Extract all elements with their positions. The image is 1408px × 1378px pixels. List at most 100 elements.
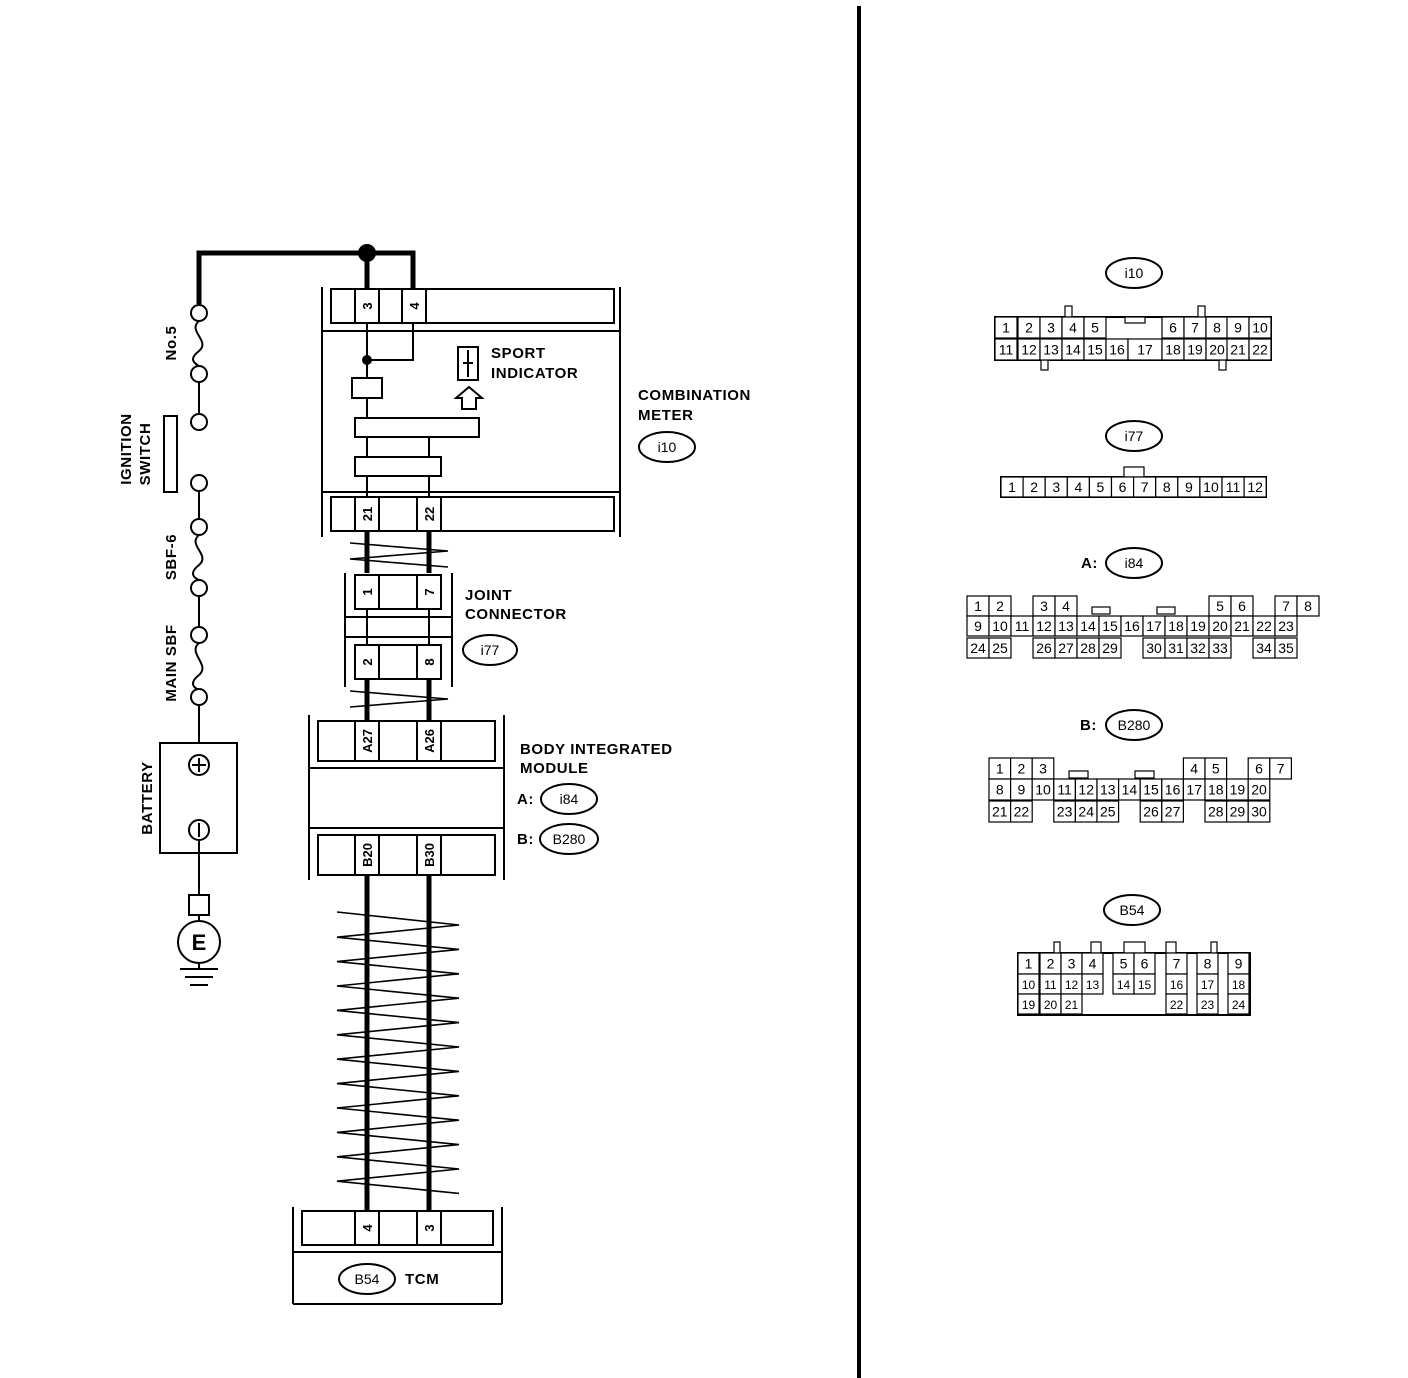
pin-number: 4 — [1190, 761, 1198, 777]
pin-number: 6 — [1238, 598, 1246, 614]
pin-number: 14 — [1080, 618, 1096, 634]
connector-id-text: i10 — [658, 439, 677, 455]
pin-number: 2 — [1047, 956, 1055, 972]
bim-pin-b20: B20 — [360, 843, 375, 867]
power-feed-wire — [196, 244, 416, 304]
pin-number: 4 — [1062, 598, 1070, 614]
pin-number: 6 — [1141, 956, 1149, 972]
tcm-pin-4: 4 — [360, 1224, 375, 1232]
pin-number: 13 — [1058, 618, 1074, 634]
joint-pin-7: 7 — [422, 588, 437, 595]
pin-number: 19 — [1022, 998, 1036, 1012]
pin-number: 16 — [1170, 978, 1184, 992]
pin-number: 16 — [1109, 342, 1125, 358]
fuse-no5-label: No.5 — [163, 326, 180, 361]
tcm-block: 4 3 B54 TCM — [292, 1207, 503, 1305]
ignition-switch-symbol — [163, 413, 208, 493]
pin-cell — [988, 637, 1012, 659]
pin-number: 32 — [1190, 640, 1206, 656]
pin-cell — [1248, 316, 1272, 339]
pin-number: 12 — [1036, 618, 1052, 634]
pin-number: 15 — [1143, 782, 1159, 798]
indicator-arrow-icon — [453, 385, 485, 410]
pin-number: 2 — [996, 598, 1004, 614]
ignition-switch-label-line1: IGNITION — [118, 413, 135, 484]
pin-number: 15 — [1102, 618, 1118, 634]
pin-number: 9 — [1235, 956, 1243, 972]
meter-pin-21: 21 — [360, 507, 375, 521]
tcm-pin-3: 3 — [422, 1224, 437, 1231]
pin-number: 31 — [1168, 640, 1184, 656]
bim-prefix-b: B: — [517, 831, 534, 848]
sbf6-label: SBF-6 — [163, 534, 180, 580]
battery-label: BATTERY — [139, 761, 156, 834]
connector-b280-label: B280 — [1118, 717, 1151, 733]
pin-number: 18 — [1165, 342, 1181, 358]
pin-number: 35 — [1278, 640, 1294, 656]
pin-number: 10 — [1203, 479, 1219, 495]
pin-cell — [1296, 595, 1320, 617]
pin-number: 25 — [1100, 804, 1116, 820]
connector-id-text: i77 — [481, 642, 500, 658]
pin-number: 23 — [1201, 998, 1215, 1012]
pin-number: 8 — [996, 782, 1004, 798]
connector-i84-label: i84 — [1125, 555, 1144, 571]
splice-point — [358, 244, 376, 262]
pin-cell — [1248, 338, 1272, 361]
pin-cell — [1083, 316, 1107, 339]
pin-number: 11 — [1226, 479, 1241, 495]
joint-pin-2: 2 — [360, 658, 375, 665]
pin-number: 29 — [1230, 804, 1246, 820]
pin-number: 2 — [1025, 320, 1033, 336]
sport-indicator-lamp-icon — [457, 346, 479, 381]
meter-pin-4: 4 — [407, 302, 422, 310]
twisted-pair-wires-3 — [336, 875, 460, 1211]
pin-cell — [1274, 637, 1298, 659]
fuse-no5-symbol — [190, 304, 208, 383]
pin-number: 15 — [1087, 342, 1103, 358]
connector-id-badge: i77 — [462, 634, 518, 666]
pin-number: 9 — [1018, 782, 1026, 798]
pin-number: 10 — [1022, 978, 1036, 992]
pin-number: 5 — [1097, 479, 1105, 495]
pin-number: 2 — [1030, 479, 1038, 495]
pin-number: 8 — [1304, 598, 1312, 614]
pin-number: 20 — [1209, 342, 1225, 358]
pin-number: 22 — [1170, 998, 1184, 1012]
pin-number: 7 — [1141, 479, 1149, 495]
pin-number: 9 — [974, 618, 982, 634]
pin-number: 11 — [999, 342, 1014, 358]
pin-cell — [1133, 973, 1156, 995]
pin-number: 22 — [1014, 804, 1030, 820]
pin-number: 1 — [1002, 320, 1010, 336]
pin-number: 8 — [1204, 956, 1212, 972]
pin-number: 3 — [1039, 761, 1047, 777]
pin-number: 4 — [1074, 479, 1082, 495]
pin-number: 18 — [1232, 978, 1246, 992]
pin-cell — [1274, 615, 1298, 637]
battery-symbol — [159, 742, 238, 854]
power-supply-chain: No.5 IGNITION SWITCH SBF-6 MAIN SBF — [118, 304, 238, 986]
pin-number: 21 — [1065, 998, 1079, 1012]
pin-number: 17 — [1201, 978, 1215, 992]
connector-b54-label: B54 — [1120, 902, 1145, 918]
pin-number: 19 — [1230, 782, 1246, 798]
pin-cell — [1227, 993, 1250, 1015]
pin-number: 3 — [1068, 956, 1076, 972]
pin-number: 1 — [996, 761, 1004, 777]
body-integrated-module-block: A27 A26 B20 B30 — [308, 715, 505, 880]
ground-label: E — [192, 930, 207, 955]
pin-cell — [994, 316, 1018, 339]
pin-cell — [1247, 800, 1271, 823]
pin-number: 33 — [1212, 640, 1228, 656]
pin-number: 11 — [1057, 782, 1072, 798]
pin-cell — [1096, 800, 1120, 823]
joint-pin-8: 8 — [422, 658, 437, 665]
pin-number: 10 — [992, 618, 1008, 634]
pin-number: 12 — [1065, 978, 1079, 992]
connector-id-text: B280 — [553, 831, 586, 847]
pin-number: 18 — [1168, 618, 1184, 634]
pin-number: 27 — [1165, 804, 1181, 820]
sport-indicator-label-line2: INDICATOR — [491, 365, 578, 382]
